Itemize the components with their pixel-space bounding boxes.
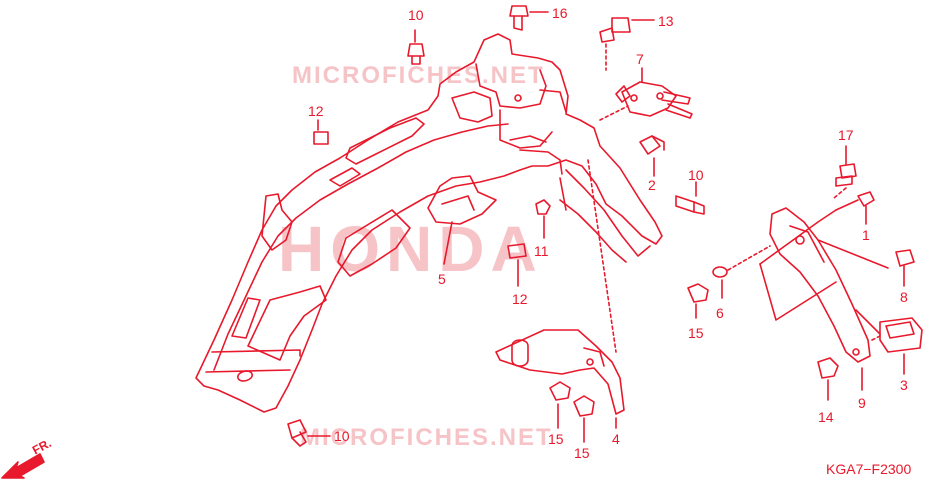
nut-15-right — [687, 283, 709, 319]
callout-10-bottom: 10 — [334, 428, 350, 444]
callout-8: 8 — [900, 289, 908, 305]
callout-10-top: 10 — [408, 7, 424, 23]
bolt-2 — [639, 135, 665, 177]
callout-12-top: 12 — [308, 103, 324, 119]
callout-9: 9 — [858, 395, 866, 411]
callout-15-lower-right: 15 — [574, 445, 590, 461]
callout-11: 11 — [534, 243, 549, 259]
clip-nut-12-top — [313, 119, 329, 145]
nut-15-lower-right — [573, 395, 595, 443]
nut-15-lower-left — [549, 381, 571, 429]
watermark-bottom: MICROFICHES.NET — [300, 424, 553, 451]
collar-8 — [895, 249, 915, 287]
callout-7: 7 — [636, 51, 644, 67]
callout-5: 5 — [438, 271, 446, 287]
diagram-code: KGA7−F2300 — [826, 461, 912, 477]
callout-4: 4 — [612, 431, 620, 447]
bolt-10-right — [675, 181, 705, 215]
callout-15-lower-left: 15 — [548, 431, 564, 447]
bolt-16 — [509, 5, 549, 31]
reflector-3 — [871, 317, 923, 375]
callout-13: 13 — [658, 13, 674, 29]
bolt-10-top — [407, 29, 425, 65]
screw-13 — [599, 17, 655, 71]
watermark-top: MICROFICHES.NET — [292, 62, 545, 89]
rear-fender-part — [195, 33, 663, 413]
callout-15-right: 15 — [688, 325, 704, 341]
callout-3: 3 — [900, 377, 908, 393]
callout-17: 17 — [838, 127, 854, 143]
bolt-10-bottom — [287, 419, 331, 447]
bracket-plate-7 — [599, 67, 693, 121]
lower-bracket-4 — [495, 159, 625, 429]
washer-6 — [712, 245, 771, 299]
collar-1 — [857, 191, 875, 225]
leader-5 — [443, 221, 453, 265]
bolt-17 — [833, 145, 857, 199]
clip-nut-12-middle — [507, 243, 527, 287]
callout-10-right: 10 — [688, 167, 704, 183]
callout-6: 6 — [716, 305, 724, 321]
nut-11 — [535, 199, 551, 239]
callout-12-middle: 12 — [512, 291, 528, 307]
callout-1: 1 — [862, 227, 870, 243]
nut-14 — [817, 357, 839, 401]
callout-2: 2 — [648, 177, 656, 193]
front-direction-arrow — [1, 453, 45, 479]
plate-bracket-9 — [759, 199, 889, 391]
callout-14: 14 — [818, 409, 834, 425]
callout-16: 16 — [552, 5, 568, 21]
